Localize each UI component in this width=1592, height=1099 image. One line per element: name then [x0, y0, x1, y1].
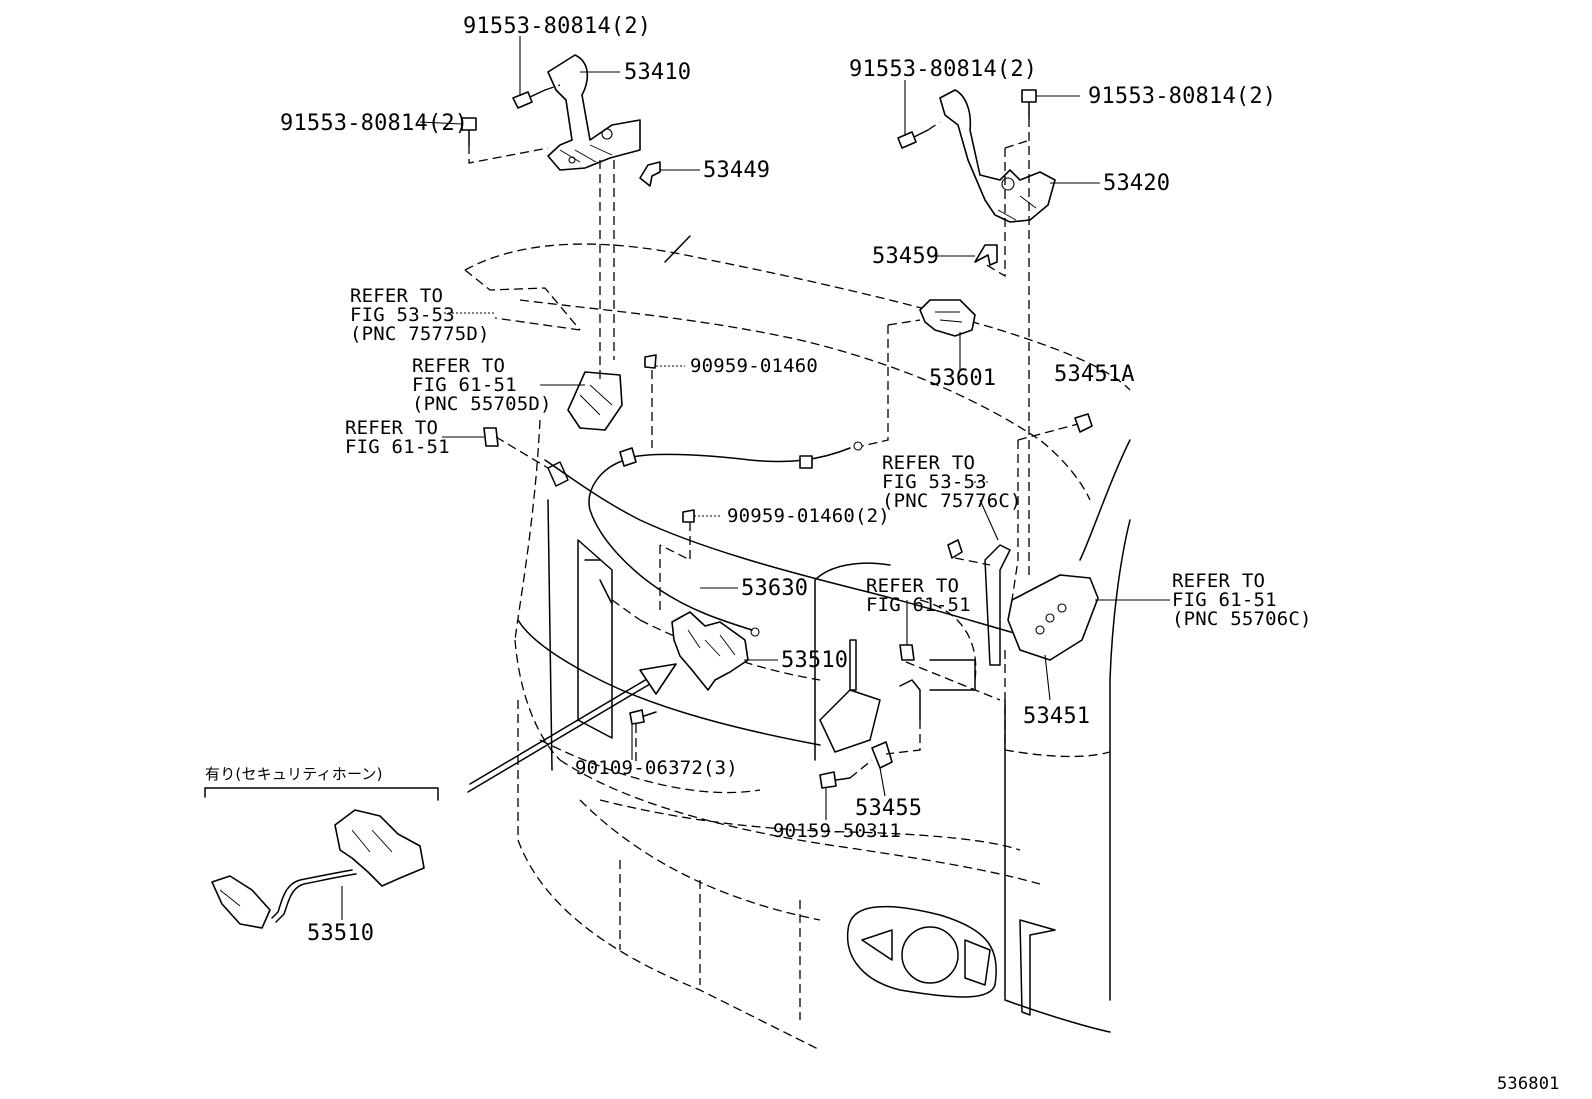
label-53420: 53420 [1103, 171, 1171, 196]
label-bolt-91553-right: 91553-80814(2) [1088, 84, 1277, 109]
label-53451: 53451 [1023, 704, 1091, 729]
hood-lock-with-switch [204, 787, 439, 929]
label-53455: 53455 [855, 796, 923, 821]
fog-lamp [846, 905, 997, 998]
label-53451a: 53451A [1054, 362, 1135, 387]
hood-hinge-lh [547, 54, 641, 171]
hood-lock [671, 611, 749, 691]
car-body-outline [464, 235, 1131, 1051]
label-security-horn-variant: 有り(セキュリティホーン) [205, 765, 383, 783]
label-53510: 53510 [781, 648, 849, 673]
label-bolt-91553-top: 91553-80814(2) [463, 14, 652, 39]
label-53410: 53410 [624, 60, 692, 85]
label-bolt-91553-left: 91553-80814(2) [280, 111, 469, 136]
hood-release-cable [588, 459, 753, 631]
leader-lines [341, 36, 1170, 920]
label-bolt-90109: 90109-06372(3) [575, 757, 738, 779]
cushion-53451a [1074, 413, 1093, 433]
label-bolt-91553-mid: 91553-80814(2) [849, 57, 1038, 82]
alignment-lines [468, 84, 1079, 779]
label-53601: 53601 [929, 366, 997, 391]
label-53630: 53630 [741, 576, 809, 601]
clip-53449 [639, 161, 661, 187]
label-53510-security: 53510 [307, 921, 375, 946]
label-clip-90959: 90959-01460 [690, 355, 819, 377]
label-53459: 53459 [872, 244, 940, 269]
variant-arrow [467, 683, 651, 793]
diagram-id: 536801 [1497, 1074, 1560, 1094]
clip-53459 [974, 244, 998, 266]
lock-support-rh [1007, 574, 1099, 661]
bolt-icon [897, 89, 1037, 149]
bolt-icon [461, 89, 546, 146]
label-bolt-90159: 90159-50311 [773, 820, 902, 842]
hood-hinge-rh [939, 89, 1056, 223]
label-clip-90959-2: 90959-01460(2) [727, 505, 890, 527]
bracket-53601 [919, 299, 976, 337]
label-53449: 53449 [703, 158, 771, 183]
